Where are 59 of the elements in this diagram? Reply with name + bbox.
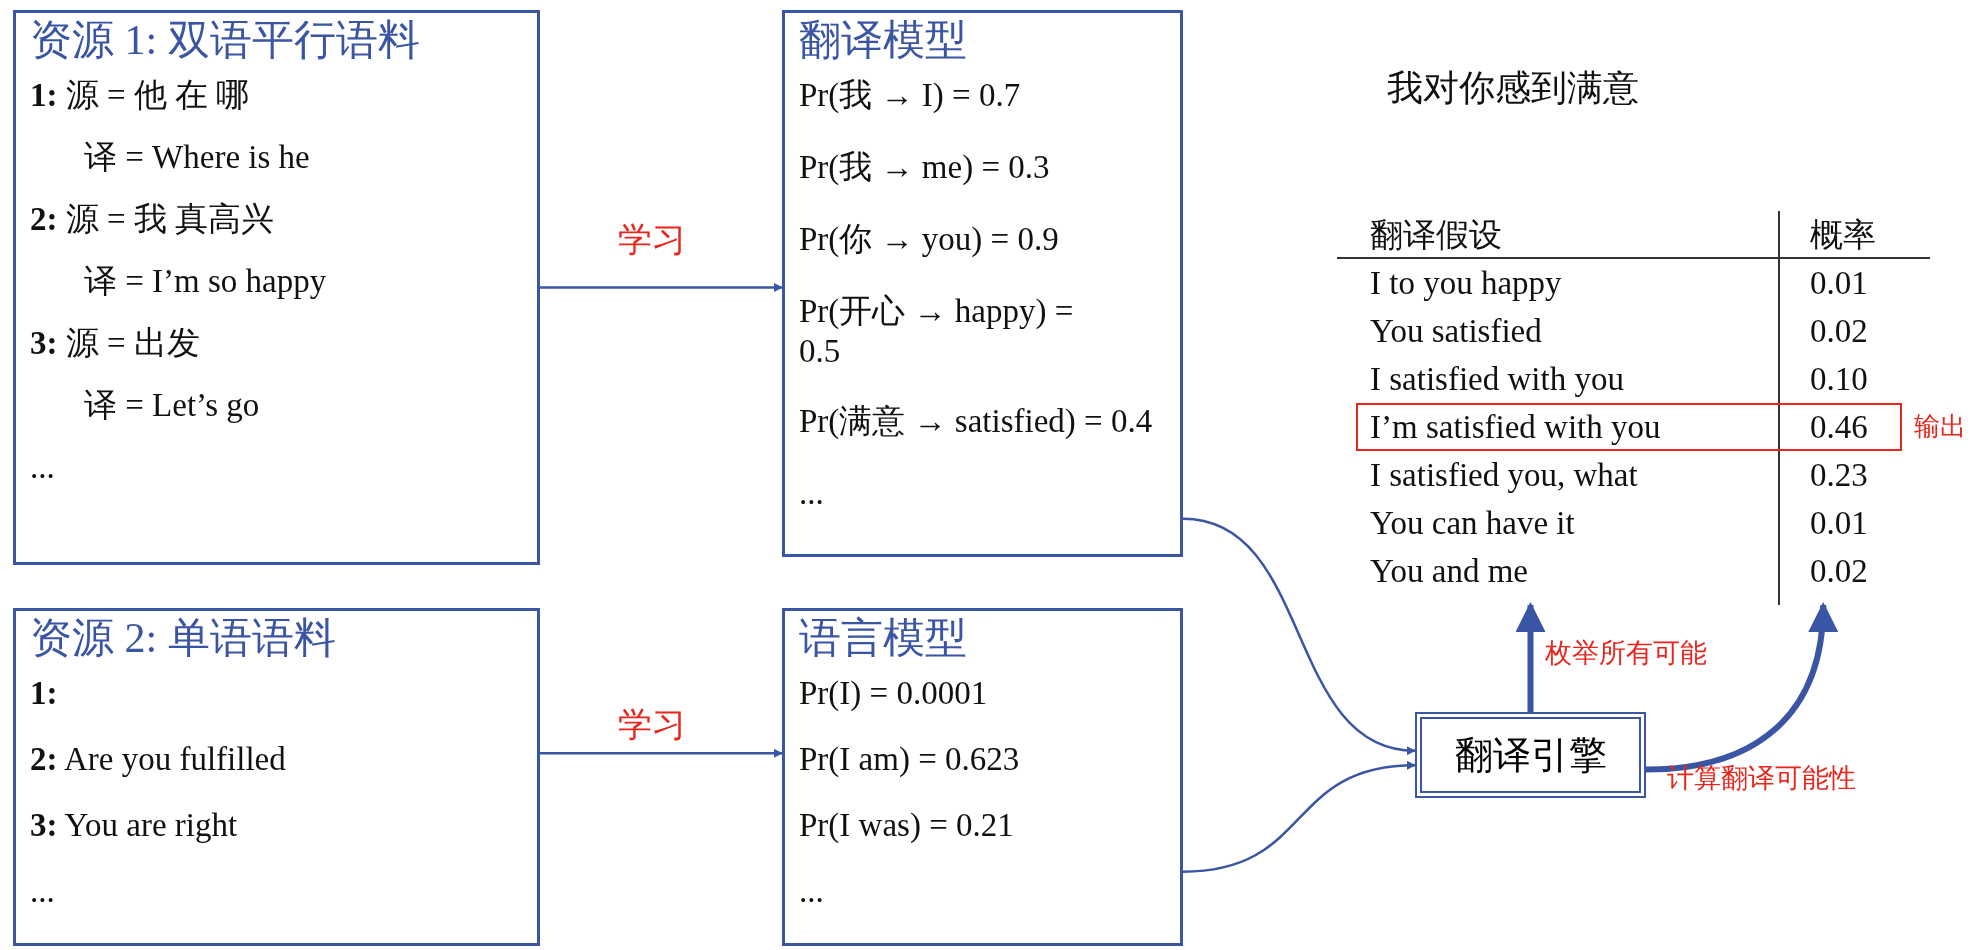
hypothesis-text: You can have it [1370,504,1575,543]
edge-label: 学习 [618,220,686,260]
column-header: 概率 [1810,216,1876,255]
text-line: 1: 源 = 他 在 哪 [30,76,250,115]
panel-title: 资源 1: 双语平行语料 [30,16,420,65]
output-label: 输出 [1914,411,1966,443]
text-line: 译 = I’m so happy [84,262,327,301]
text-panel [782,608,1183,946]
arrow [540,283,783,292]
hypothesis-text: I to you happy [1370,264,1562,303]
hypothesis-text: I satisfied with you [1370,360,1624,399]
text-line: ... [799,474,824,513]
text-line: Pr(开心 → happy) = 0.5 [799,292,1075,371]
hypothesis-text: You satisfied [1370,312,1542,351]
text-line: 1: [30,674,58,713]
text-line: Pr(你 → you) = 0.9 [799,220,1059,259]
column-header: 翻译假设 [1370,216,1502,255]
probability-value: 0.01 [1810,504,1868,543]
arrow [1182,517,1416,754]
hypothesis-text: I satisfied you, what [1370,456,1638,495]
text-line: Pr(满意 → satisfied) = 0.4 [799,402,1154,441]
arrow [1645,602,1837,773]
probability-value: 0.02 [1810,312,1868,351]
engine-label: 翻译引擎 [1454,732,1607,778]
text-line: 2: Are you fulfilled [30,740,286,779]
text-panel [13,608,540,946]
hypothesis-text: You and me [1370,552,1528,591]
probability-value: 0.10 [1810,360,1868,399]
probability-value: 0.46 [1810,408,1868,447]
text-line: ... [30,448,55,487]
panel-title: 资源 2: 单语语料 [30,614,336,663]
text-line: 3: You are right [30,806,238,845]
panel-title: 翻译模型 [799,16,967,65]
note-text: 我对你感到满意 [1387,68,1639,108]
probability-value: 0.01 [1810,264,1868,303]
edge-label: 学习 [618,705,686,745]
text-line: ... [30,872,55,911]
text-line: Pr(I was) = 0.21 [799,806,1014,845]
arrow [1515,602,1546,712]
probability-value: 0.23 [1810,456,1868,495]
edge-label: 枚举所有可能 [1545,637,1707,670]
engine-box [1415,712,1646,798]
text-panel [13,10,540,565]
text-panel [782,10,1183,557]
panel-title: 语言模型 [799,614,967,663]
hypothesis-text: I’m satisfied with you [1370,408,1661,447]
text-line: Pr(I) = 0.0001 [799,674,988,713]
edge-label: 计算翻译可能性 [1667,762,1856,795]
text-line: ... [799,872,824,911]
text-line: Pr(我 → me) = 0.3 [799,148,1050,187]
text-line: 译 = Let’s go [84,386,260,425]
arrow [540,748,783,758]
text-line: 2: 源 = 我 真高兴 [30,200,275,239]
text-line: Pr(I am) = 0.623 [799,740,1020,779]
text-line: Pr(我 → I) = 0.7 [799,76,1021,115]
probability-value: 0.02 [1810,552,1868,591]
text-line: 译 = Where is he [84,138,310,177]
arrow [1182,761,1416,873]
text-line: 3: 源 = 出发 [30,324,200,363]
